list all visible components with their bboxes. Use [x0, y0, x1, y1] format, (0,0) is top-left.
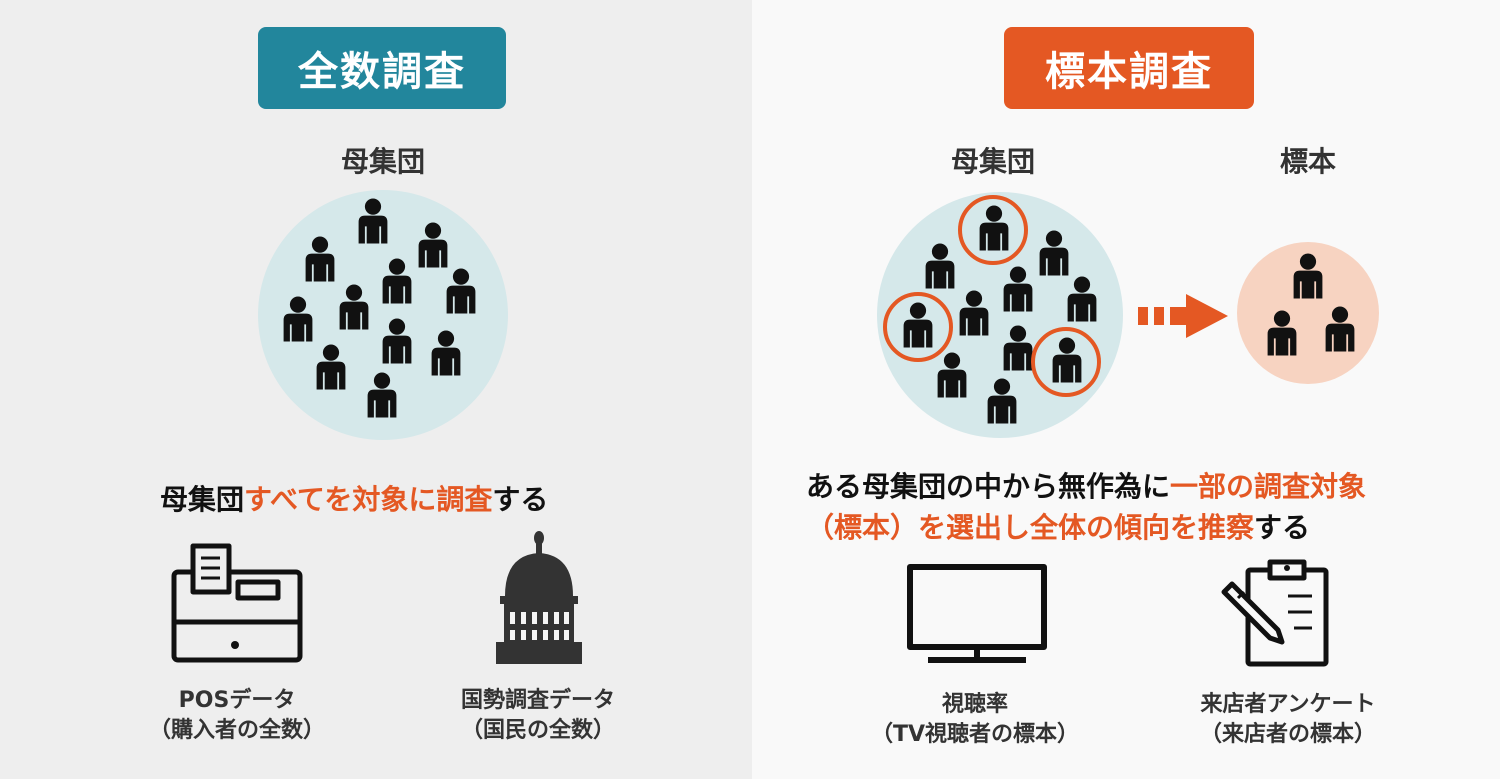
full-survey-description: 母集団すべてを対象に調査する — [160, 478, 548, 518]
sample-survey-panel — [752, 0, 1500, 779]
pos-data-caption: POSデータ （購入者の全数） — [117, 686, 357, 746]
cash-register-icon — [171, 543, 303, 663]
sample-survey-description-line1: ある母集団の中から無作為に一部の調査対象 — [806, 465, 1366, 505]
caption-title: 視聴率 — [941, 692, 1008, 717]
store-survey-caption: 来店者アンケート （来店者の標本） — [1168, 690, 1408, 750]
tv-rating-caption: 視聴率 （TV視聴者の標本） — [855, 690, 1095, 750]
desc-text: する — [492, 483, 549, 516]
selected-ring — [883, 292, 953, 362]
left-population-label: 母集団 — [340, 145, 425, 178]
arrow-right-icon — [1138, 294, 1228, 338]
clipboard-pencil-icon — [1221, 559, 1329, 667]
caption-subtitle: （来店者の標本） — [1199, 722, 1376, 747]
right-population-label: 母集団 — [950, 145, 1035, 178]
sample-label: 標本 — [1279, 145, 1336, 178]
desc-highlight: （標本）を選出し全体の傾向を推察 — [806, 511, 1255, 544]
desc-text: 母集団 — [160, 483, 245, 516]
selected-ring — [958, 195, 1028, 265]
caption-subtitle: （購入者の全数） — [148, 718, 325, 743]
caption-title: 来店者アンケート — [1200, 692, 1376, 717]
caption-subtitle: （国民の全数） — [460, 718, 615, 743]
desc-highlight: すべてを対象に調査 — [244, 483, 493, 516]
desc-text: する — [1254, 511, 1311, 544]
sample-survey-badge: 標本調査 — [1004, 27, 1254, 109]
caption-title: POSデータ — [178, 688, 296, 713]
full-survey-badge: 全数調査 — [258, 27, 506, 109]
sample-survey-description-line2: （標本）を選出し全体の傾向を推察する — [806, 506, 1310, 546]
caption-subtitle: （TV視聴者の標本） — [870, 722, 1080, 747]
capitol-building-icon — [496, 531, 582, 664]
caption-title: 国勢調査データ — [460, 688, 615, 713]
desc-text: ある母集団の中から無作為に — [806, 470, 1171, 503]
census-data-caption: 国勢調査データ （国民の全数） — [418, 686, 658, 746]
desc-highlight: 一部の調査対象 — [1170, 470, 1367, 503]
selected-ring — [1031, 327, 1101, 397]
tv-monitor-icon — [907, 564, 1047, 663]
